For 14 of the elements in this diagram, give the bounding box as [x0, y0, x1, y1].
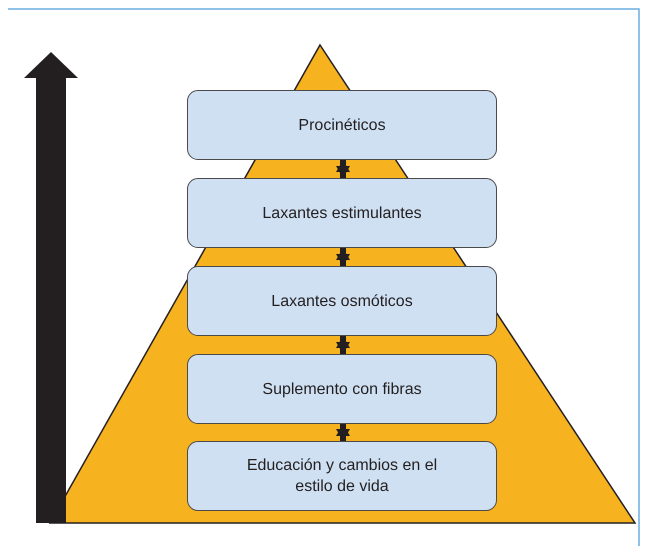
box-label: Laxantes estimulantes [261, 204, 423, 224]
process-box [187, 178, 497, 248]
box-label: Procinéticos [297, 116, 387, 136]
process-box [187, 441, 497, 511]
double-arrow [336, 160, 350, 178]
process-box [187, 90, 497, 160]
process-box [187, 266, 497, 336]
box-label: Laxantes osmóticos [270, 292, 414, 312]
double-arrow [336, 336, 350, 354]
double-arrow [336, 248, 350, 266]
process-box [187, 354, 497, 424]
box-label: Educación y cambios en el estilo de vida [246, 456, 438, 497]
box-label: Suplemento con fibras [261, 380, 423, 400]
double-arrow [336, 424, 350, 441]
